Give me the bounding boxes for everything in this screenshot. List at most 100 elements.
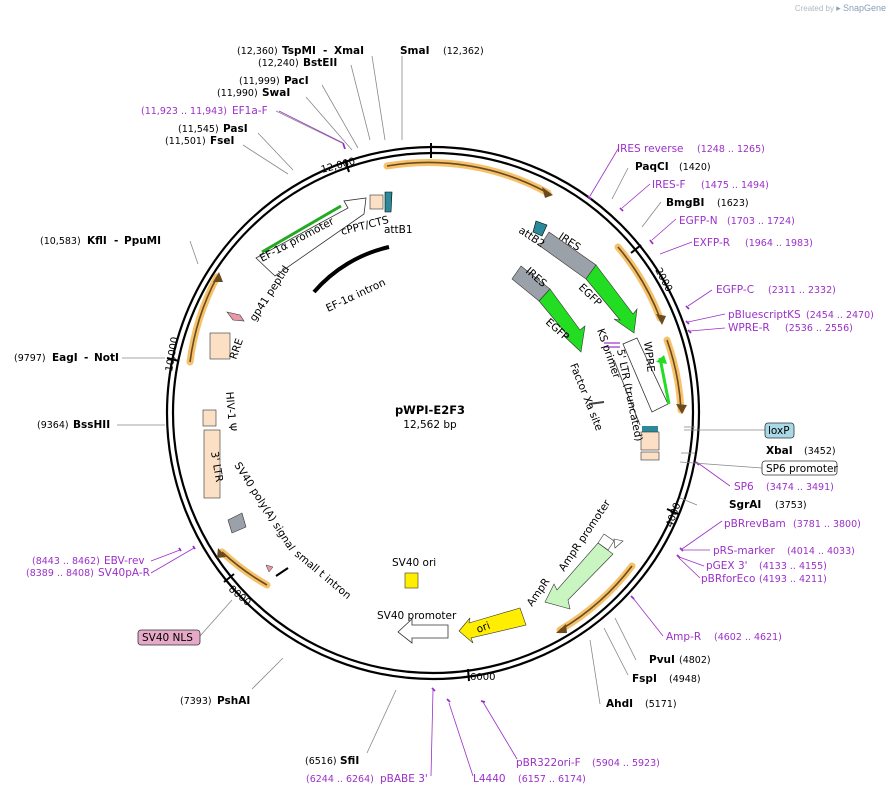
attB1-feature <box>384 191 393 213</box>
primer-pbr322ori-f: pBR322ori-F <box>516 757 581 769</box>
egfp2-feature <box>538 288 586 353</box>
enzyme-dash-ppumi: - <box>114 235 118 247</box>
sp6promoter-label: SP6 promoter <box>766 463 838 475</box>
ampr-feature <box>544 542 614 610</box>
gp41-feature <box>226 311 245 322</box>
primer-pbluescriptks: pBluescriptKS <box>728 309 801 321</box>
primer-range-prs-marker: (4014 .. 4033) <box>787 546 855 557</box>
ef1p-green-inner <box>261 204 342 254</box>
tick-label-6000: 6000 <box>470 672 495 683</box>
enzyme-pos-bmgbi: (1623) <box>717 198 749 209</box>
primer-range-ebv-rev: (8443 .. 8462) <box>32 556 100 567</box>
enzyme-pos-eagi: (9797) <box>14 353 46 364</box>
feature-label-sv40prom: SV40 promoter <box>377 610 457 622</box>
sv40pa-feature <box>227 512 247 534</box>
enzyme-sfii: SfiI <box>340 755 359 767</box>
smallt-feature <box>265 564 289 577</box>
ks-primer-feature <box>604 342 620 348</box>
tick-6000 <box>467 668 470 682</box>
enzyme-pos-pasi: (11,545) <box>178 124 219 135</box>
enzyme-pos-pvui: (4802) <box>679 655 711 666</box>
feature-label-attB1: attB1 <box>384 224 413 236</box>
primer-pgex3: pGEX 3' <box>706 560 748 572</box>
primer-ef1a: EF1a-F <box>232 105 268 117</box>
enzyme-sgrai: SgrAI <box>729 499 761 511</box>
snapgene-watermark: Created by ▸ SnapGene <box>795 3 886 14</box>
feature-label-sv40pa: SV40 poly(A) signal <box>231 460 297 553</box>
primer-range-pbrforeco: (4193 .. 4211) <box>759 574 827 585</box>
enzyme-ppumi: PpuMI <box>124 235 161 247</box>
primer-ires-reverse: IRES reverse <box>617 143 684 155</box>
ori-feature <box>458 607 527 644</box>
feature-label-ef1intron: EF-1α intron A <box>0 0 391 315</box>
primer-range-sp6: (3474 .. 3491) <box>766 482 834 493</box>
feature-label-ampr: AmpR <box>525 576 553 609</box>
enzyme-fsei: FseI <box>210 135 234 147</box>
enzyme-pos-xbai: (3452) <box>804 446 836 457</box>
tick-label-12000: 12,000 <box>320 156 357 176</box>
tick-10000 <box>166 357 180 362</box>
snapgene-logo-icon: ▸ <box>836 3 841 13</box>
primer-sv40pa-r: SV40pA-R <box>98 567 150 579</box>
hiv-feature <box>202 409 217 427</box>
backbone-outer-strand <box>165 145 701 681</box>
leader-lines <box>117 55 698 754</box>
enzyme-pshai: PshAI <box>217 695 250 707</box>
enzyme-xbai: XbaI <box>766 445 793 457</box>
loxp-box: loxP <box>764 422 795 439</box>
enzyme-bmgbi: BmgBI <box>666 197 704 209</box>
watermark-prefix: Created by <box>794 4 834 13</box>
loxp-cassette-right <box>640 426 660 461</box>
tick-marks <box>166 143 679 682</box>
enzyme-labels: (12,360) TspMI - XmaI SmaI (12,362) (12,… <box>14 45 836 767</box>
enzyme-pos-bsshii: (9364) <box>37 420 69 431</box>
enzyme-paqci: PaqCI <box>635 161 669 173</box>
wpre-inner-arrow <box>656 355 671 405</box>
primer-wpre-r: WPRE-R <box>728 322 770 334</box>
enzyme-pos-fspi: (4948) <box>669 674 701 685</box>
primer-sp6: SP6 <box>734 481 754 493</box>
primer-pbrforeco: pBRforEco <box>701 573 755 585</box>
egfp1-feature <box>585 264 638 334</box>
tick-2000 <box>630 244 642 254</box>
primer-range-egfp-n: (1703 .. 1724) <box>727 216 795 227</box>
tick-8000 <box>223 573 235 583</box>
enzyme-dash-xmai: - <box>323 45 327 57</box>
feature-label-smallt: small t intron <box>292 548 353 602</box>
primer-prs-marker: pRS-marker <box>713 545 776 557</box>
enzyme-xmai: XmaI <box>334 45 364 57</box>
enzyme-pos-ahdi: (5171) <box>645 699 677 710</box>
sv40nls-box: SV40 NLS <box>137 629 201 646</box>
primer-egfp-c: EGFP-C <box>716 284 754 296</box>
enzyme-smai: SmaI <box>400 45 430 57</box>
primer-range-pbluescriptks: (2454 .. 2470) <box>806 310 874 321</box>
feature-label-hiv: HIV-1 Ψ <box>223 391 238 432</box>
ef1p-feature <box>255 197 367 277</box>
primer-ires-f: IRES-F <box>652 179 686 191</box>
feature-label-ltr3: 3' LTR <box>208 451 225 484</box>
tick-label-4000: 4000 <box>664 501 683 529</box>
feature-label-ori: ori <box>475 620 492 636</box>
primer-pbrrevbam: pBRrevBam <box>724 518 786 530</box>
tick-12000 <box>344 159 350 173</box>
plasmid-name: pWPI-E2F3 <box>395 403 465 417</box>
sv40nls-label: SV40 NLS <box>142 632 193 644</box>
enzyme-fspi: FspI <box>632 673 657 685</box>
sv40promoter-feature <box>397 618 449 644</box>
enzyme-pos-fsei: (11,501) <box>165 136 206 147</box>
loxp-label: loxP <box>768 425 790 437</box>
backbone-inner-strand <box>171 151 695 675</box>
primer-range-wpre-r: (2536 .. 2556) <box>785 323 853 334</box>
sp6promoter-box: SP6 promoter <box>761 460 838 476</box>
primer-labels: (11,923 .. 11,943) EF1a-F IRES reverse (… <box>26 105 874 785</box>
orf-arc-top <box>383 159 552 197</box>
primer-leader-lines <box>150 110 731 777</box>
primer-amp-r: Amp-R <box>666 631 701 643</box>
primer-range-pgex3: (4133 .. 4155) <box>759 561 827 572</box>
enzyme-pos-smai: (12,362) <box>443 46 484 57</box>
cppt-feature <box>369 194 384 210</box>
enzyme-pos-sgrai: (3753) <box>775 500 807 511</box>
primer-range-exfp-r: (1964 .. 1983) <box>745 238 813 249</box>
